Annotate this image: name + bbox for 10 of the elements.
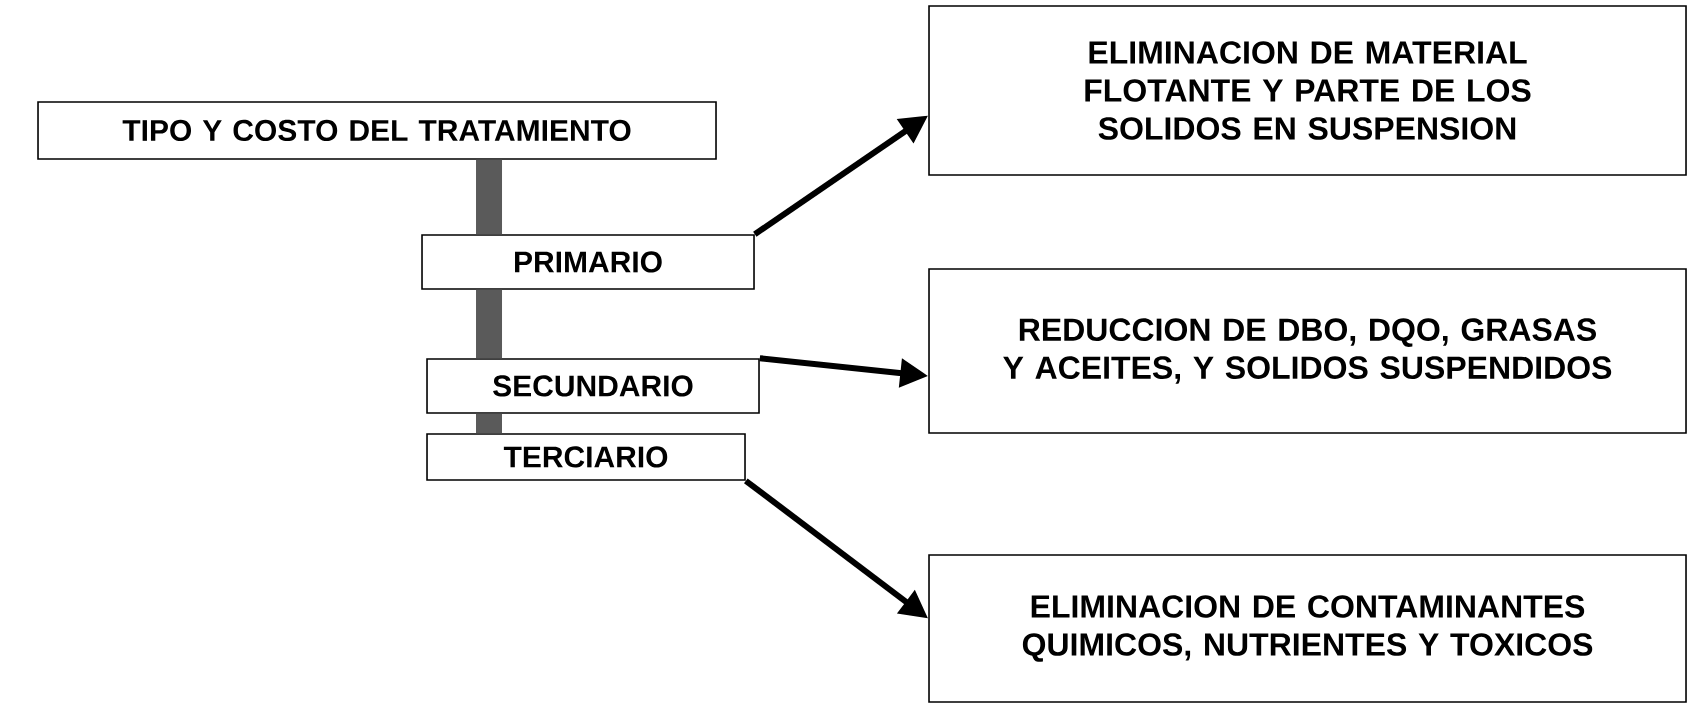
connector-bar: [476, 413, 502, 434]
category-box: TERCIARIO: [426, 433, 746, 481]
title-box: TIPO Y COSTO DEL TRATAMIENTO: [37, 101, 717, 160]
category-box: SECUNDARIO: [426, 358, 760, 414]
category-box: PRIMARIO: [421, 234, 755, 290]
description-box: ELIMINACION DE MATERIAL FLOTANTE Y PARTE DE LOS SOLIDOS EN SUSPENSION: [928, 5, 1687, 176]
description-box: ELIMINACION DE CONTAMINANTES QUIMICOS, NUTRIENTES Y TOXICOS: [928, 554, 1687, 703]
description-box: REDUCCION DE DBO, DQO, GRASAS Y ACEITES, Y SOLIDOS SUSPENDIDOS: [928, 268, 1687, 434]
connector-bar: [476, 159, 502, 235]
connector-bar: [476, 289, 502, 359]
